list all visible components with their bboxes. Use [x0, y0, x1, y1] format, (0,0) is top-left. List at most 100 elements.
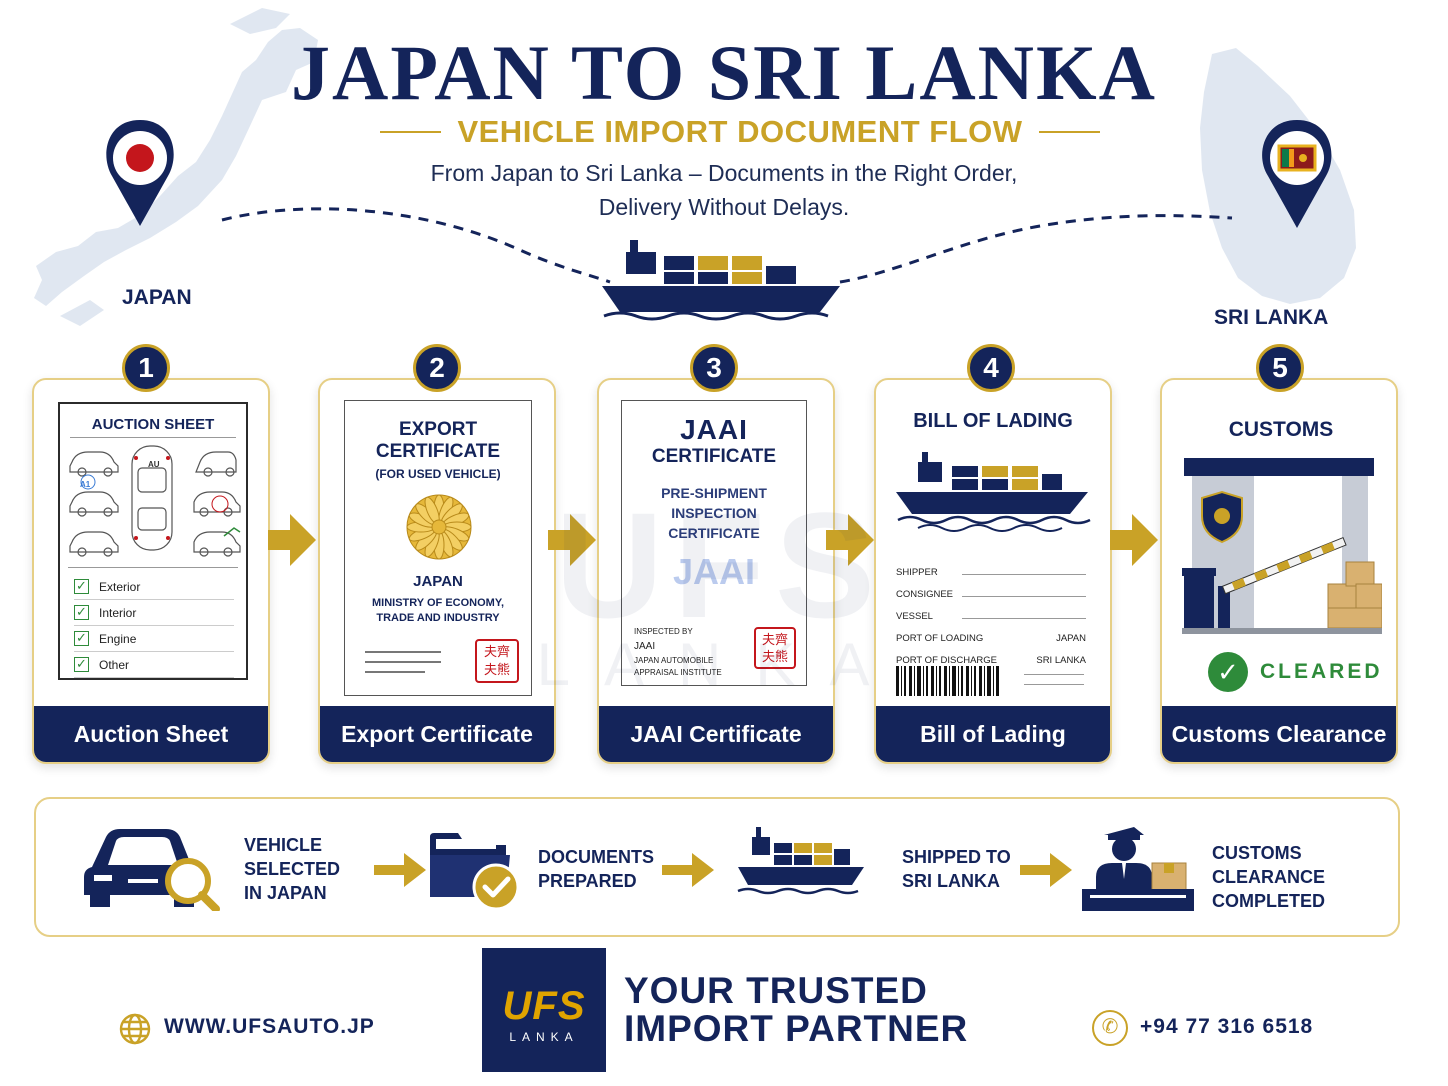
summary-step-4-text: CUSTOMS CLEARANCE COMPLETED	[1212, 841, 1398, 913]
auction-sheet-document: AUCTION SHEET	[58, 402, 248, 680]
customs-officer-icon	[1082, 827, 1194, 911]
summary-step-3-text: SHIPPED TO SRI LANKA	[902, 845, 1011, 893]
checklist-item: ✓ Interior	[74, 600, 234, 626]
export-cert-title-2: CERTIFICATE	[375, 441, 501, 462]
phone-icon: ✆	[1092, 1010, 1128, 1046]
jaai-inspector-name: JAAI	[634, 641, 656, 652]
summary-step-2-line-2: PREPARED	[538, 871, 637, 891]
step-5-label: Customs Clearance	[1162, 706, 1396, 762]
bol-field-value: SRI LANKA	[1036, 655, 1086, 666]
cargo-ship-icon	[737, 827, 864, 895]
tagline-line-1: From Japan to Sri Lanka – Documents in t…	[430, 160, 1018, 186]
step-4-label: Bill of Lading	[876, 706, 1110, 762]
arrow-right-icon	[1020, 853, 1072, 887]
subtitle-divider-left	[380, 131, 442, 133]
inspection-checklist: ✓ Exterior ✓ Interior ✓ Engine ✓ Other	[60, 574, 246, 678]
footer-tagline: YOUR TRUSTED IMPORT PARTNER	[624, 972, 968, 1048]
jaai-cert-title-1: JAAI	[680, 414, 748, 445]
arrow-right-icon	[662, 853, 714, 887]
japan-location-pin-icon	[106, 120, 174, 226]
step-3-badge: 3	[690, 344, 738, 392]
cargo-ship-icon	[602, 240, 840, 321]
checkbox-checked-icon: ✓	[74, 605, 89, 620]
arrow-right-icon	[548, 514, 596, 566]
step-5-badge: 5	[1256, 344, 1304, 392]
subtitle-row: VEHICLE IMPORT DOCUMENT FLOW	[380, 112, 1100, 152]
checklist-item: ✓ Other	[74, 652, 234, 678]
bol-field-name: PORT OF LOADING	[896, 633, 984, 644]
customs-checkpoint-icon	[1182, 458, 1382, 634]
checklist-label: Engine	[99, 631, 137, 646]
page-title: JAPAN TO SRI LANKA	[291, 29, 1157, 116]
logo-main-text: UFS	[502, 984, 586, 1028]
jaai-inspected-by: INSPECTED BY	[634, 627, 693, 636]
sri-lanka-location-pin-icon	[1262, 120, 1332, 228]
arrow-right-icon	[268, 514, 316, 566]
export-cert-subtitle: (FOR USED VEHICLE)	[375, 467, 501, 481]
car-grade-badge-au: AU	[148, 460, 160, 469]
jaai-certificate-document: JAAI CERTIFICATE PRE-SHIPMENT INSPECTION…	[621, 400, 807, 686]
summary-step-2-line-1: DOCUMENTS	[538, 847, 654, 867]
tagline-line-2: Delivery Without Delays.	[598, 194, 850, 220]
export-cert-title-1: EXPORT	[398, 419, 478, 440]
bol-field-name: PORT OF DISCHARGE	[896, 655, 997, 666]
destination-label: SRI LANKA	[1214, 306, 1329, 329]
website-link[interactable]: WWW.UFSAUTO.JP	[164, 1015, 375, 1038]
official-stamp-icon: 夫齊 夫熊	[475, 639, 519, 683]
ufs-lanka-logo: UFS LANKA	[482, 948, 606, 1072]
bol-field-row: SHIPPER	[896, 556, 1086, 578]
footer-tagline-line-2: IMPORT PARTNER	[624, 1008, 969, 1049]
export-cert-country: JAPAN	[413, 573, 463, 590]
arrow-right-icon	[374, 853, 426, 887]
summary-step-1-line-1: VEHICLE	[244, 835, 323, 855]
summary-step-4-line-2: COMPLETED	[1212, 891, 1326, 911]
logo-sub-text: LANKA	[509, 1030, 579, 1044]
jaai-cert-subtitle-1: PRE-SHIPMENT	[661, 485, 767, 501]
summary-step-2-text: DOCUMENTS PREPARED	[538, 845, 654, 893]
summary-step-1-line-3: IN JAPAN	[244, 883, 327, 903]
bol-field-row: PORT OF DISCHARGE SRI LANKA	[896, 644, 1086, 666]
jaai-cert-subtitle-3: CERTIFICATE	[668, 525, 760, 541]
step-1-label: Auction Sheet	[34, 706, 268, 762]
barcode-icon	[896, 666, 999, 696]
car-diagram-icon	[69, 445, 241, 557]
checklist-label: Other	[99, 657, 130, 672]
step-2-label: Export Certificate	[320, 706, 554, 762]
jaai-inspector-org-2: APPRAISAL INSTITUTE	[634, 668, 722, 677]
summary-step-1-text: VEHICLE SELECTED IN JAPAN	[244, 833, 340, 905]
origin-label: JAPAN	[122, 286, 192, 309]
phone-link[interactable]: +94 77 316 6518	[1140, 1015, 1314, 1038]
bol-field-name: VESSEL	[896, 611, 933, 622]
bol-field-row: PORT OF LOADING JAPAN	[896, 622, 1086, 644]
summary-step-1-line-2: SELECTED	[244, 859, 341, 879]
bill-of-lading-fields: SHIPPER CONSIGNEE VESSEL PORT OF LOADING…	[896, 556, 1086, 666]
bol-field-name: CONSIGNEE	[896, 589, 954, 600]
car-grade-badge-a1: A1	[80, 480, 91, 489]
arrow-right-icon	[826, 514, 874, 566]
jaai-inspector-org-1: JAPAN AUTOMOBILE	[634, 656, 714, 665]
jaai-cert-subtitle-2: INSPECTION	[671, 505, 757, 521]
step-card-bill-of-lading: BILL OF LADING SHIPPER CONSIGNEE VESSEL …	[874, 378, 1112, 764]
export-cert-ministry-1: MINISTRY OF ECONOMY,	[371, 597, 504, 609]
arrow-right-icon	[1110, 514, 1158, 566]
step-1-badge: 1	[122, 344, 170, 392]
summary-step-4-line-1: CUSTOMS CLEARANCE	[1212, 843, 1326, 887]
route-map-graphic	[34, 8, 1356, 326]
jaai-cert-title-2: CERTIFICATE	[651, 446, 777, 467]
step-4-badge: 4	[967, 344, 1015, 392]
page-tagline: From Japan to Sri Lanka – Documents in t…	[0, 156, 1448, 224]
checkbox-checked-icon: ✓	[74, 579, 89, 594]
car-search-icon	[84, 829, 220, 911]
customs-status: CLEARED	[1260, 660, 1383, 683]
jaai-watermark: JAAI	[672, 551, 756, 592]
checkbox-checked-icon: ✓	[74, 631, 89, 646]
subtitle-divider-right	[1038, 131, 1100, 133]
official-stamp-icon: 夫齊 夫熊	[754, 627, 796, 669]
auction-sheet-title: AUCTION SHEET	[91, 416, 215, 433]
bol-field-name: SHIPPER	[896, 567, 938, 578]
summary-step-3-line-2: SRI LANKA	[902, 871, 1000, 891]
step-3-label: JAAI Certificate	[599, 706, 833, 762]
bol-field-value: JAPAN	[1056, 633, 1086, 644]
step-card-auction-sheet: AUCTION SHEET	[32, 378, 270, 764]
step-card-export-certificate: EXPORT CERTIFICATE (FOR USED VEHICLE)	[318, 378, 556, 764]
